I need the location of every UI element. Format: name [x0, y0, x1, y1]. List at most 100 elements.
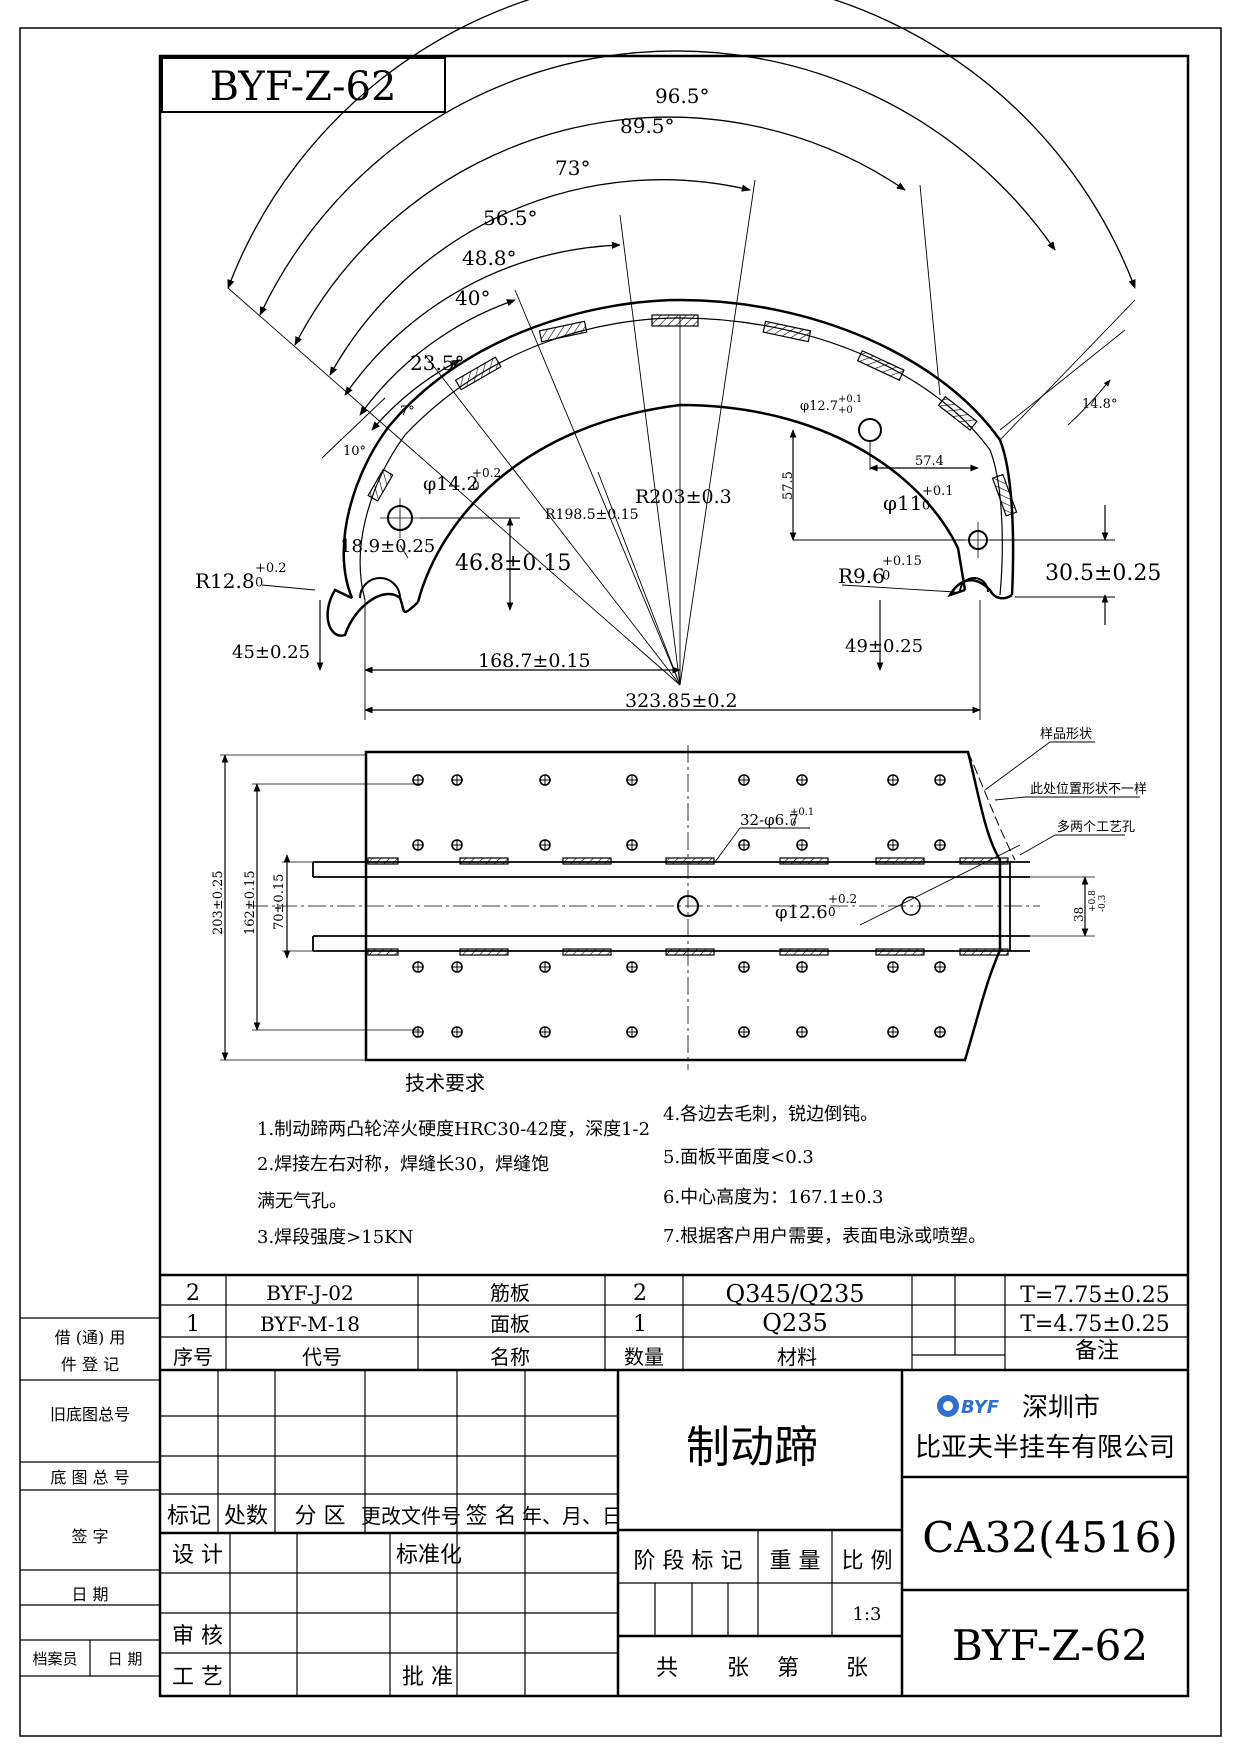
rivet-hole-cross [413, 775, 423, 785]
bom-row-2-note: T=7.75±0.25 [1020, 1283, 1170, 1308]
label-sign: 签 字 [71, 1527, 108, 1546]
bom-header-qty: 数量 [624, 1345, 664, 1369]
bom-row-2-no: 2 [186, 1281, 200, 1306]
inner-frame [158, 54, 1190, 1698]
bom-header-name: 名称 [490, 1345, 530, 1369]
rivet-hole-cross [935, 840, 945, 850]
bom-row-1-qty: 1 [633, 1312, 647, 1337]
weight-label: 重 量 [770, 1549, 821, 1574]
rivet-hole-cross [627, 1027, 637, 1037]
hole-right-label: φ11 [883, 491, 922, 515]
rivet-hole-cross [540, 775, 550, 785]
bom-row-2-material: Q345/Q235 [725, 1280, 864, 1308]
process-hole [901, 896, 921, 916]
dim-46-8: 46.8±0.15 [455, 551, 571, 576]
title-block-text: 标记 处数 分 区 更改文件号 签 名 年、月、日 设 计 标准化 审 核 工 … [167, 1393, 1178, 1690]
radius-left-tip: R12.8 [195, 569, 255, 593]
rivet-hole-cross [935, 962, 945, 972]
stage-label: 阶 段 标 记 [634, 1549, 743, 1574]
radius-outer-label: R203±0.3 [635, 486, 732, 508]
bom-header-material: 材料 [777, 1345, 817, 1369]
sheet-no-unit: 张 [846, 1656, 868, 1681]
hole-12-7 [858, 418, 882, 442]
rivet-hole-cross [888, 775, 898, 785]
rivet-hole-cross [888, 962, 898, 972]
rivet-hole-cross [888, 1027, 898, 1037]
tech-item-6: 6.中心高度为：167.1±0.3 [663, 1187, 883, 1208]
model-number: CA32(4516) [922, 1513, 1178, 1562]
shoe-outer-edge [342, 298, 1015, 599]
rivet-hole-cross [935, 1027, 945, 1037]
title-block [160, 1370, 1188, 1696]
note-sample-shape: 样品形状 [1040, 727, 1092, 742]
bom-header-note: 备注 [1075, 1339, 1119, 1364]
rev-header-sign: 签 名 [466, 1504, 517, 1529]
rivet-hole-cross [452, 962, 462, 972]
hole-small-tol: +0.1+0 [838, 394, 862, 416]
bom-row-1-code: BYF-M-18 [260, 1312, 360, 1336]
center-hole-label: φ12.6 [775, 902, 828, 923]
label-date: 日 期 [71, 1585, 108, 1604]
dim-38-tol: +0.8-0.3 [1088, 890, 1108, 912]
dim-168-7: 168.7±0.15 [478, 650, 591, 672]
rivet-hole-cross [739, 840, 749, 850]
ratio-label: 比 例 [842, 1549, 893, 1574]
approve-label: 批 准 [402, 1665, 453, 1690]
tech-item-1: 1.制动蹄两凸轮淬火硬度HRC30-42度，深度1-2 [257, 1119, 650, 1140]
rivet-hole-cross [627, 840, 637, 850]
angle-label-48-8: 48.8° [462, 246, 517, 270]
rivet-hole-cross [627, 775, 637, 785]
logo-text: BYF [961, 1397, 1000, 1418]
bom-text: 2 BYF-J-02 筋板 2 Q345/Q235 T=7.75±0.25 1 … [173, 1280, 1170, 1369]
hole-small-label: φ12.7 [800, 399, 838, 414]
left-register [20, 1317, 160, 1677]
arc-56-5 [329, 179, 751, 376]
bom-header-no: 序号 [173, 1345, 213, 1369]
design-label: 设 计 [172, 1543, 223, 1568]
dim-30-5: 30.5±0.25 [1045, 561, 1161, 586]
rivet-hole-cross [540, 1027, 550, 1037]
label-borrow-2: 件 登 记 [61, 1355, 119, 1374]
rivet-hole-cross [452, 775, 462, 785]
company-city: 深圳市 [1022, 1393, 1100, 1423]
outer-border [19, 27, 1222, 1737]
bom-row-2-name: 筋板 [490, 1281, 530, 1305]
review-label: 审 核 [172, 1624, 223, 1649]
rivet-hole-cross [739, 775, 749, 785]
part-name: 制动蹄 [686, 1422, 818, 1473]
bom-row-1-material: Q235 [762, 1309, 827, 1337]
rivet-hole-cross [452, 1027, 462, 1037]
drawing-code-top: BYF-Z-62 [210, 64, 397, 110]
bom-row-2-code: BYF-J-02 [266, 1281, 354, 1305]
rivet-holes-label: 32-φ6.7 [740, 811, 799, 829]
left-register-text: 借 (通) 用 件 登 记 旧底图总号 底 图 总 号 签 字 日 期 档案员 … [32, 1328, 142, 1668]
rivet-hole-cross [739, 962, 749, 972]
rivet-hole-cross [540, 962, 550, 972]
rivet-hole-cross [797, 775, 807, 785]
rivet-hole-cross [888, 840, 898, 850]
angle-label-56-5: 56.5° [483, 206, 538, 230]
arc-73 [294, 116, 906, 346]
bom-header-code: 代号 [302, 1345, 342, 1369]
rev-header-mark: 标记 [167, 1504, 211, 1529]
dim-57-4: 57.4 [915, 454, 944, 469]
angle-label-10: 10° [343, 444, 366, 459]
dim-323-85: 323.85±0.2 [625, 690, 738, 712]
rev-header-count: 处数 [224, 1504, 268, 1529]
label-date2: 日 期 [108, 1650, 143, 1668]
drawing-code-bottom: BYF-Z-62 [952, 1621, 1148, 1670]
weld-marks [367, 857, 1009, 956]
dim-38: 38 [1072, 907, 1086, 922]
note-shape-different: 此处位置形状不一样 [1030, 782, 1147, 797]
dim-70: 70±0.15 [272, 874, 287, 930]
note-extra-holes: 多两个工艺孔 [1057, 819, 1135, 835]
side-view-labels: 96.5° 89.5° 73° 56.5° 48.8° 40° 23.5° 10… [195, 84, 1161, 712]
rivet-hole-cross [540, 840, 550, 850]
bom-row-1-name: 面板 [490, 1312, 530, 1336]
